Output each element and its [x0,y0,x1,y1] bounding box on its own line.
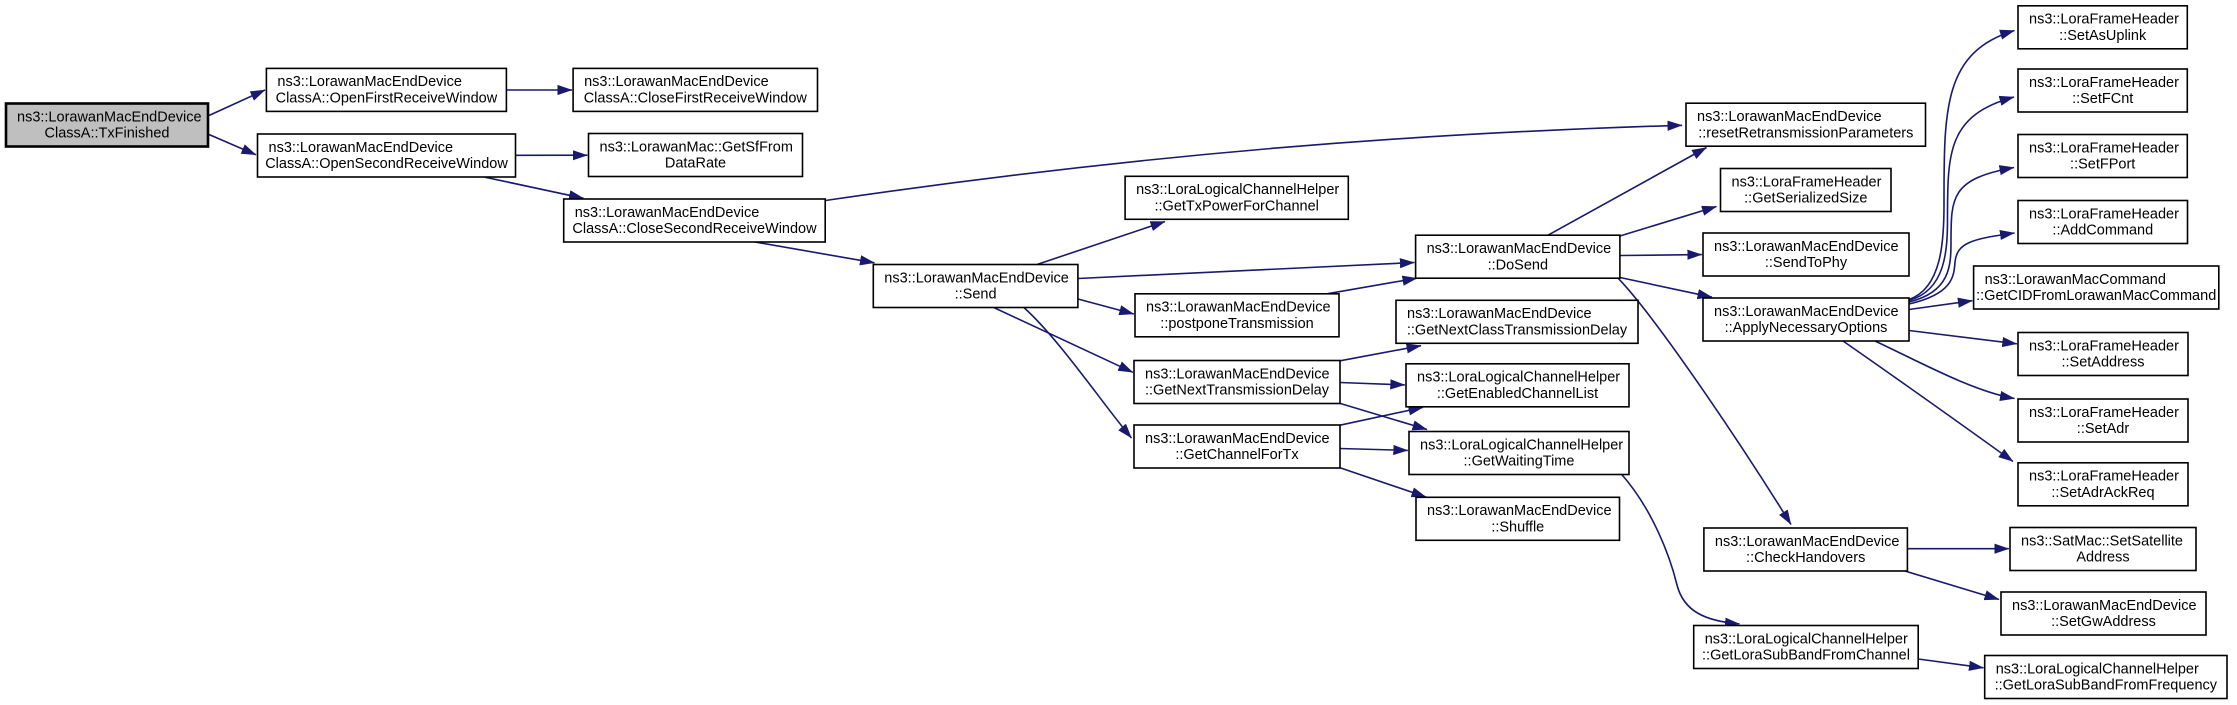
svg-text:ns3::LoraFrameHeader: ns3::LoraFrameHeader [2029,405,2179,421]
svg-text:Address: Address [2076,550,2129,566]
svg-text:::Shuffle: ::Shuffle [1491,520,1544,536]
svg-text:ns3::LoraFrameHeader: ns3::LoraFrameHeader [2029,12,2179,28]
svg-text:::GetCIDFromLorawanMacCommand: ::GetCIDFromLorawanMacCommand [1976,288,2216,304]
svg-text:ns3::LorawanMacEndDevice: ns3::LorawanMacEndDevice [2012,598,2197,614]
svg-text:ns3::LoraLogicalChannelHelper: ns3::LoraLogicalChannelHelper [1705,631,1908,647]
svg-text:ns3::LoraLogicalChannelHelper: ns3::LoraLogicalChannelHelper [1420,437,1623,453]
svg-text:ns3::LorawanMacEndDevice: ns3::LorawanMacEndDevice [277,74,462,90]
svg-text:ns3::LoraLogicalChannelHelper: ns3::LoraLogicalChannelHelper [1136,182,1339,198]
svg-text:ns3::LorawanMacCommand: ns3::LorawanMacCommand [1985,272,2166,288]
svg-text:ns3::LorawanMacEndDevice: ns3::LorawanMacEndDevice [17,109,202,125]
svg-text:ns3::LorawanMacEndDevice: ns3::LorawanMacEndDevice [1714,304,1899,320]
svg-text:ns3::LorawanMacEndDevice: ns3::LorawanMacEndDevice [269,140,454,156]
svg-text:::SetGwAddress: ::SetGwAddress [2051,614,2156,630]
svg-text:ns3::LorawanMacEndDevice: ns3::LorawanMacEndDevice [1714,239,1899,255]
svg-text:::ApplyNecessaryOptions: ::ApplyNecessaryOptions [1725,320,1888,336]
svg-text:::GetChannelForTx: ::GetChannelForTx [1175,447,1299,463]
svg-text:ClassA::CloseSecondReceiveWind: ClassA::CloseSecondReceiveWindow [572,221,817,237]
svg-text:ns3::LorawanMacEndDevice: ns3::LorawanMacEndDevice [1427,241,1612,257]
svg-text:DataRate: DataRate [665,156,726,172]
svg-text:ns3::LorawanMacEndDevice: ns3::LorawanMacEndDevice [1145,431,1330,447]
svg-text:::GetLoraSubBandFromChannel: ::GetLoraSubBandFromChannel [1702,648,1910,664]
svg-text:ns3::LorawanMacEndDevice: ns3::LorawanMacEndDevice [575,205,760,221]
svg-text:ns3::SatMac::SetSatellite: ns3::SatMac::SetSatellite [2021,533,2183,549]
svg-text:::GetLoraSubBandFromFrequency: ::GetLoraSubBandFromFrequency [1995,678,2218,694]
svg-text:::resetRetransmissionParameter: ::resetRetransmissionParameters [1698,125,1913,141]
svg-text:ns3::LorawanMacEndDevice: ns3::LorawanMacEndDevice [1427,503,1612,519]
svg-text:ns3::LoraLogicalChannelHelper: ns3::LoraLogicalChannelHelper [1417,370,1620,386]
svg-text:ClassA::CloseFirstReceiveWindo: ClassA::CloseFirstReceiveWindow [584,91,808,107]
svg-text:ns3::LorawanMac::GetSfFrom: ns3::LorawanMac::GetSfFrom [600,139,793,155]
svg-text:ns3::LoraFrameHeader: ns3::LoraFrameHeader [2029,206,2179,222]
svg-text:ns3::LoraFrameHeader: ns3::LoraFrameHeader [2029,338,2179,354]
svg-text:ns3::LoraFrameHeader: ns3::LoraFrameHeader [2029,140,2179,156]
svg-text:::SendToPhy: ::SendToPhy [1765,255,1848,271]
svg-text:ns3::LorawanMacEndDevice: ns3::LorawanMacEndDevice [1715,534,1900,550]
svg-text:ClassA::TxFinished: ClassA::TxFinished [45,126,170,142]
svg-text:ns3::LorawanMacEndDevice: ns3::LorawanMacEndDevice [584,74,769,90]
svg-text:::Send: ::Send [955,287,997,303]
svg-text:ns3::LoraFrameHeader: ns3::LoraFrameHeader [2029,75,2179,91]
svg-text:::SetAddress: ::SetAddress [2061,355,2144,371]
svg-text:::SetAdrAckReq: ::SetAdrAckReq [2051,485,2154,501]
svg-text:::postponeTransmission: ::postponeTransmission [1160,316,1313,332]
svg-text:::DoSend: ::DoSend [1488,257,1548,273]
svg-text:ns3::LorawanMacEndDevice: ns3::LorawanMacEndDevice [1697,109,1882,125]
svg-text:ClassA::OpenSecondReceiveWindo: ClassA::OpenSecondReceiveWindow [265,156,508,172]
svg-text:::GetEnabledChannelList: ::GetEnabledChannelList [1437,386,1598,402]
svg-text:::GetTxPowerForChannel: ::GetTxPowerForChannel [1154,199,1318,215]
svg-text:::GetNextTransmissionDelay: ::GetNextTransmissionDelay [1145,383,1330,399]
svg-text:ns3::LorawanMacEndDevice: ns3::LorawanMacEndDevice [1146,300,1331,316]
svg-text:::SetAsUplink: ::SetAsUplink [2059,28,2147,44]
svg-text:::GetWaitingTime: ::GetWaitingTime [1464,454,1575,470]
svg-text:ns3::LoraFrameHeader: ns3::LoraFrameHeader [2029,469,2179,485]
svg-text:ns3::LorawanMacEndDevice: ns3::LorawanMacEndDevice [884,270,1069,286]
svg-text:ns3::LorawanMacEndDevice: ns3::LorawanMacEndDevice [1145,366,1330,382]
svg-text:::GetNextClassTransmissionDela: ::GetNextClassTransmissionDelay [1407,323,1628,339]
svg-text:ClassA::OpenFirstReceiveWindow: ClassA::OpenFirstReceiveWindow [276,91,498,107]
svg-text:::CheckHandovers: ::CheckHandovers [1746,550,1865,566]
svg-text:::AddCommand: ::AddCommand [2052,223,2153,239]
svg-text:ns3::LorawanMacEndDevice: ns3::LorawanMacEndDevice [1407,306,1592,322]
svg-text:::SetAdr: ::SetAdr [2077,421,2130,437]
svg-text:ns3::LoraFrameHeader: ns3::LoraFrameHeader [1732,174,1882,190]
svg-text:::SetFCnt: ::SetFCnt [2072,91,2133,107]
svg-text:ns3::LoraLogicalChannelHelper: ns3::LoraLogicalChannelHelper [1996,661,2199,677]
svg-text:::SetFPort: ::SetFPort [2070,157,2135,173]
svg-text:::GetSerializedSize: ::GetSerializedSize [1744,191,1867,207]
